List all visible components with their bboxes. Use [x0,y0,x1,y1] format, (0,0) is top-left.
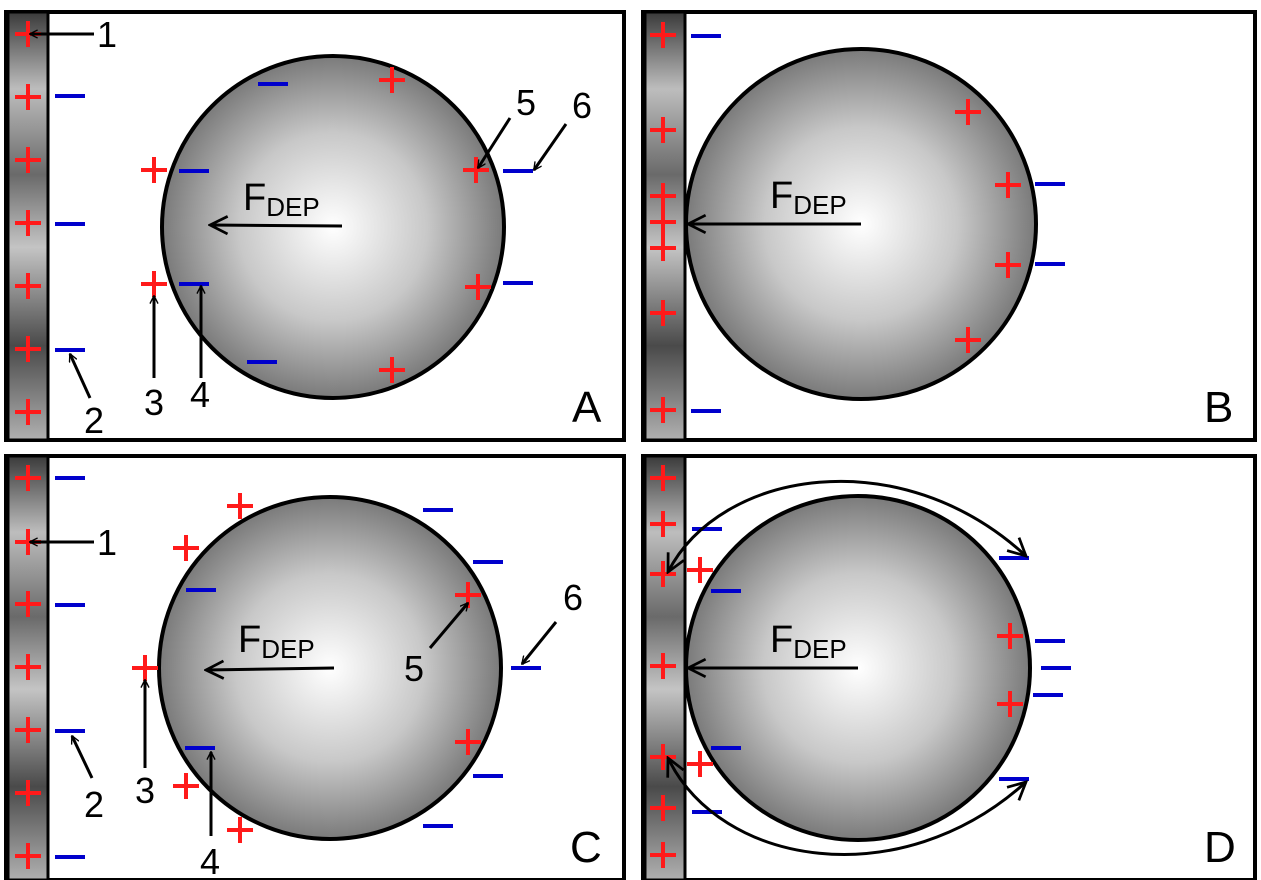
panel-label-a: A [572,383,602,432]
fdep-label-d: FDEP [770,619,847,664]
callout-5-a: 5 [516,82,536,123]
callout-4-c: 4 [200,841,220,880]
panel-label-b: B [1204,383,1233,432]
panel-label-c: C [570,823,602,872]
fdep-label-b: FDEP [770,175,847,220]
flow-arrow-bottom-d [668,758,1026,856]
flow-arrow-top-d [668,479,1026,572]
callout-arrow-6-a [532,123,568,170]
fdep-label-c: FDEP [238,619,315,664]
fdep-arrow-a [210,225,343,226]
fdep-label-a: FDEP [243,177,320,222]
panel-a: FDEP 1 2 3 4 5 6 A [4,10,626,442]
callout-3-c: 3 [135,770,155,811]
panel-b: FDEP B [641,10,1257,442]
panel-d: FDEP D [641,454,1257,880]
callout-1-c: 1 [97,522,117,563]
callout-arrow-2-c [70,736,94,779]
callout-2-a: 2 [84,400,104,441]
callout-arrow-2-a [68,354,92,399]
callout-arrow-6-c [522,621,558,664]
callout-arrow-5-c [428,603,468,649]
callout-1-a: 1 [97,14,117,55]
callout-6-c: 6 [563,577,583,618]
callout-4-a: 4 [190,374,210,415]
callout-arrow-5-a [476,117,512,168]
callout-6-a: 6 [572,85,592,126]
fdep-arrow-c [206,668,335,670]
callout-3-a: 3 [144,382,164,423]
panel-c: FDEP 1 2 3 4 5 6 C [4,454,626,880]
callout-5-c: 5 [404,648,424,689]
panel-label-d: D [1204,823,1236,872]
callout-2-c: 2 [84,784,104,825]
